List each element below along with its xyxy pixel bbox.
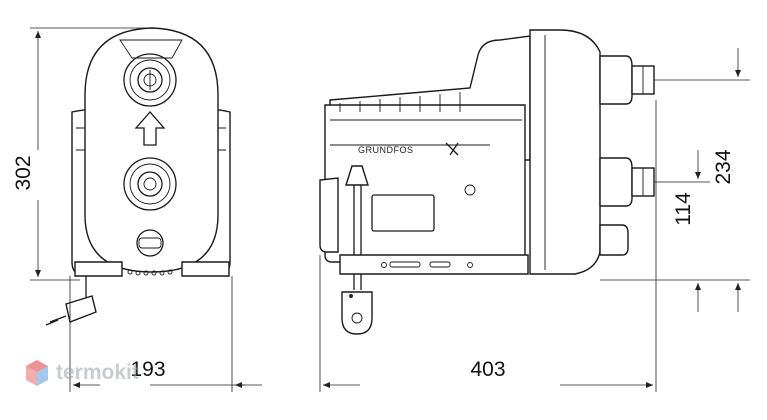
plug-dot [349,294,353,298]
power-plug [65,295,97,323]
flow-arrow-icon [134,111,166,146]
front-top-band [119,39,183,59]
front-width-dimension: 193 [69,276,262,392]
front-pump-body [84,27,219,273]
side-view: GRUNDFOS [319,29,655,335]
front-foot [181,261,230,277]
dim-label-193: 193 [130,358,165,381]
watermark-text: termokit [56,361,139,384]
dim-label-403: 403 [470,358,505,381]
inlet-flange [599,157,633,207]
screw [464,184,476,196]
motor-end-cap [319,177,339,253]
control-panel [371,194,435,232]
front-view [45,27,231,326]
plug-pins [45,315,67,326]
brand-logo-icon [445,142,459,156]
base-slot [389,261,421,268]
watermark-logo: termokit [24,358,139,388]
brand-label: GRUNDFOS [358,145,414,155]
outlet-port [123,53,177,107]
base-slot [429,261,451,268]
base-hole [467,262,473,268]
drain-flange [599,224,629,256]
pump-head [529,29,601,275]
dim-label-234: 234 [712,149,735,184]
front-foot [74,261,123,277]
inlet-height-dimension: 114 [654,150,710,312]
top-fins [339,92,461,112]
outlet-height-dimension: 234 [600,48,750,312]
vent-dots [127,269,173,276]
front-height-dimension: 302 [12,27,150,281]
outlet-flange [599,55,633,105]
inlet-port [123,157,177,211]
drain-plug [136,229,164,257]
cube-logo-icon [26,360,48,386]
side-width-dimension: 403 [319,100,657,392]
side-base [339,254,529,275]
dim-label-114: 114 [672,192,695,226]
plug-pin [351,312,363,324]
dim-label-302: 302 [12,155,35,190]
base-hole [381,262,387,268]
